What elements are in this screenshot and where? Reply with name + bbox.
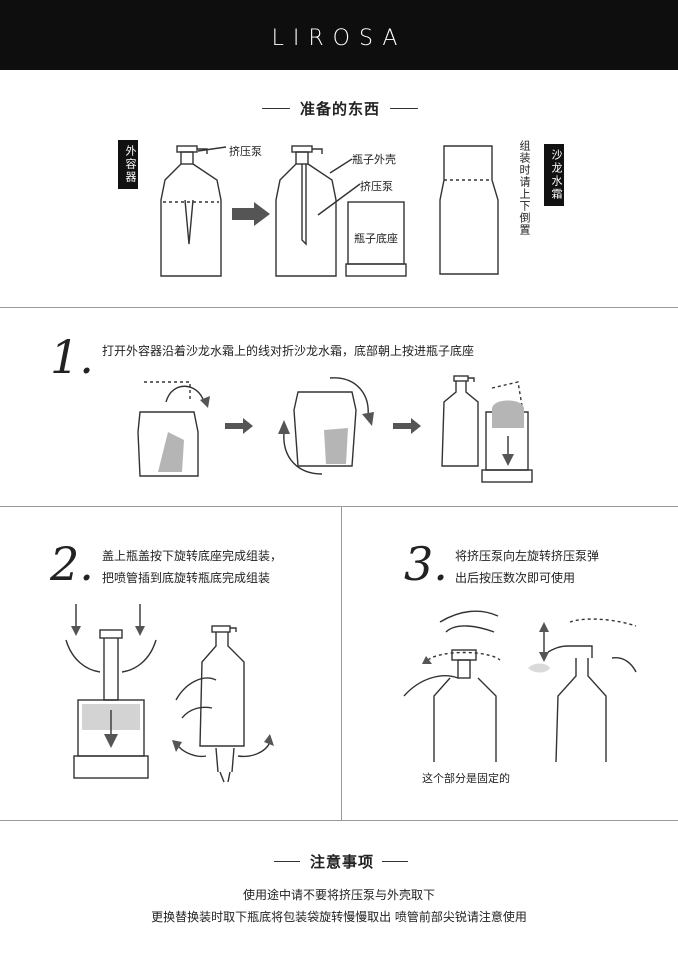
pump-pointer <box>198 145 228 153</box>
step-3-number: 3. <box>404 537 448 591</box>
rotate-pouch-illustration <box>270 370 380 480</box>
step-3-line-1: 将挤压泵向左旋转挤压泵弹 <box>455 545 599 567</box>
notes-rule-left <box>274 861 300 862</box>
pump-label: 挤压泵 <box>229 143 262 159</box>
arrow-right-icon <box>232 202 272 226</box>
refill-label: 沙龙水霜 <box>544 144 564 206</box>
notes-title: 注意事项 <box>310 851 374 872</box>
prep-title: 准备的东西 <box>300 98 380 119</box>
step-2-line-1: 盖上瓶盖按下旋转底座完成组装， <box>102 545 282 567</box>
section-divider-2 <box>0 506 678 507</box>
base-label: 瓶子底座 <box>354 230 398 246</box>
step-2-number: 2. <box>50 537 94 591</box>
arrow-right-icon <box>393 418 423 434</box>
title-rule-right <box>390 108 418 109</box>
step-1-number: 1. <box>50 330 94 384</box>
section-divider-vertical <box>341 506 342 820</box>
unlock-pump-illustration <box>400 602 530 772</box>
section-divider-3 <box>0 820 678 821</box>
notes-rule-right <box>382 861 408 862</box>
fixed-part-note: 这个部分是固定的 <box>422 770 510 786</box>
notes-line-2: 更换替换装时取下瓶底将包装袋旋转慢慢取出 喷管前部尖锐请注意使用 <box>0 908 678 925</box>
header-bar: LIROSA <box>0 0 678 70</box>
outer-container-label: 外容器 <box>118 140 138 189</box>
arrow-right-icon <box>225 418 255 434</box>
press-base-illustration <box>62 600 182 790</box>
step-1-text: 打开外容器沿着沙龙水霜上的线对折沙龙水霜，底部朝上按进瓶子底座 <box>102 340 474 362</box>
outer-container-illustration <box>155 140 235 280</box>
fold-pouch-illustration <box>132 372 212 482</box>
twist-bottle-illustration <box>172 622 292 812</box>
notes-line-1: 使用途中请不要将挤压泵与外壳取下 <box>0 886 678 903</box>
insert-into-base-illustration <box>438 370 548 490</box>
refill-pouch-illustration <box>432 140 506 280</box>
press-pump-illustration <box>528 602 638 772</box>
section-divider-1 <box>0 307 678 308</box>
refill-note: 组装时请上下倒置 <box>516 140 532 236</box>
step-3-line-2: 出后按压数次即可使用 <box>455 567 575 589</box>
step-2-line-2: 把喷管插到底旋转瓶底完成组装 <box>102 567 270 589</box>
title-rule-left <box>262 108 290 109</box>
brand-logo: LIROSA <box>0 26 678 51</box>
